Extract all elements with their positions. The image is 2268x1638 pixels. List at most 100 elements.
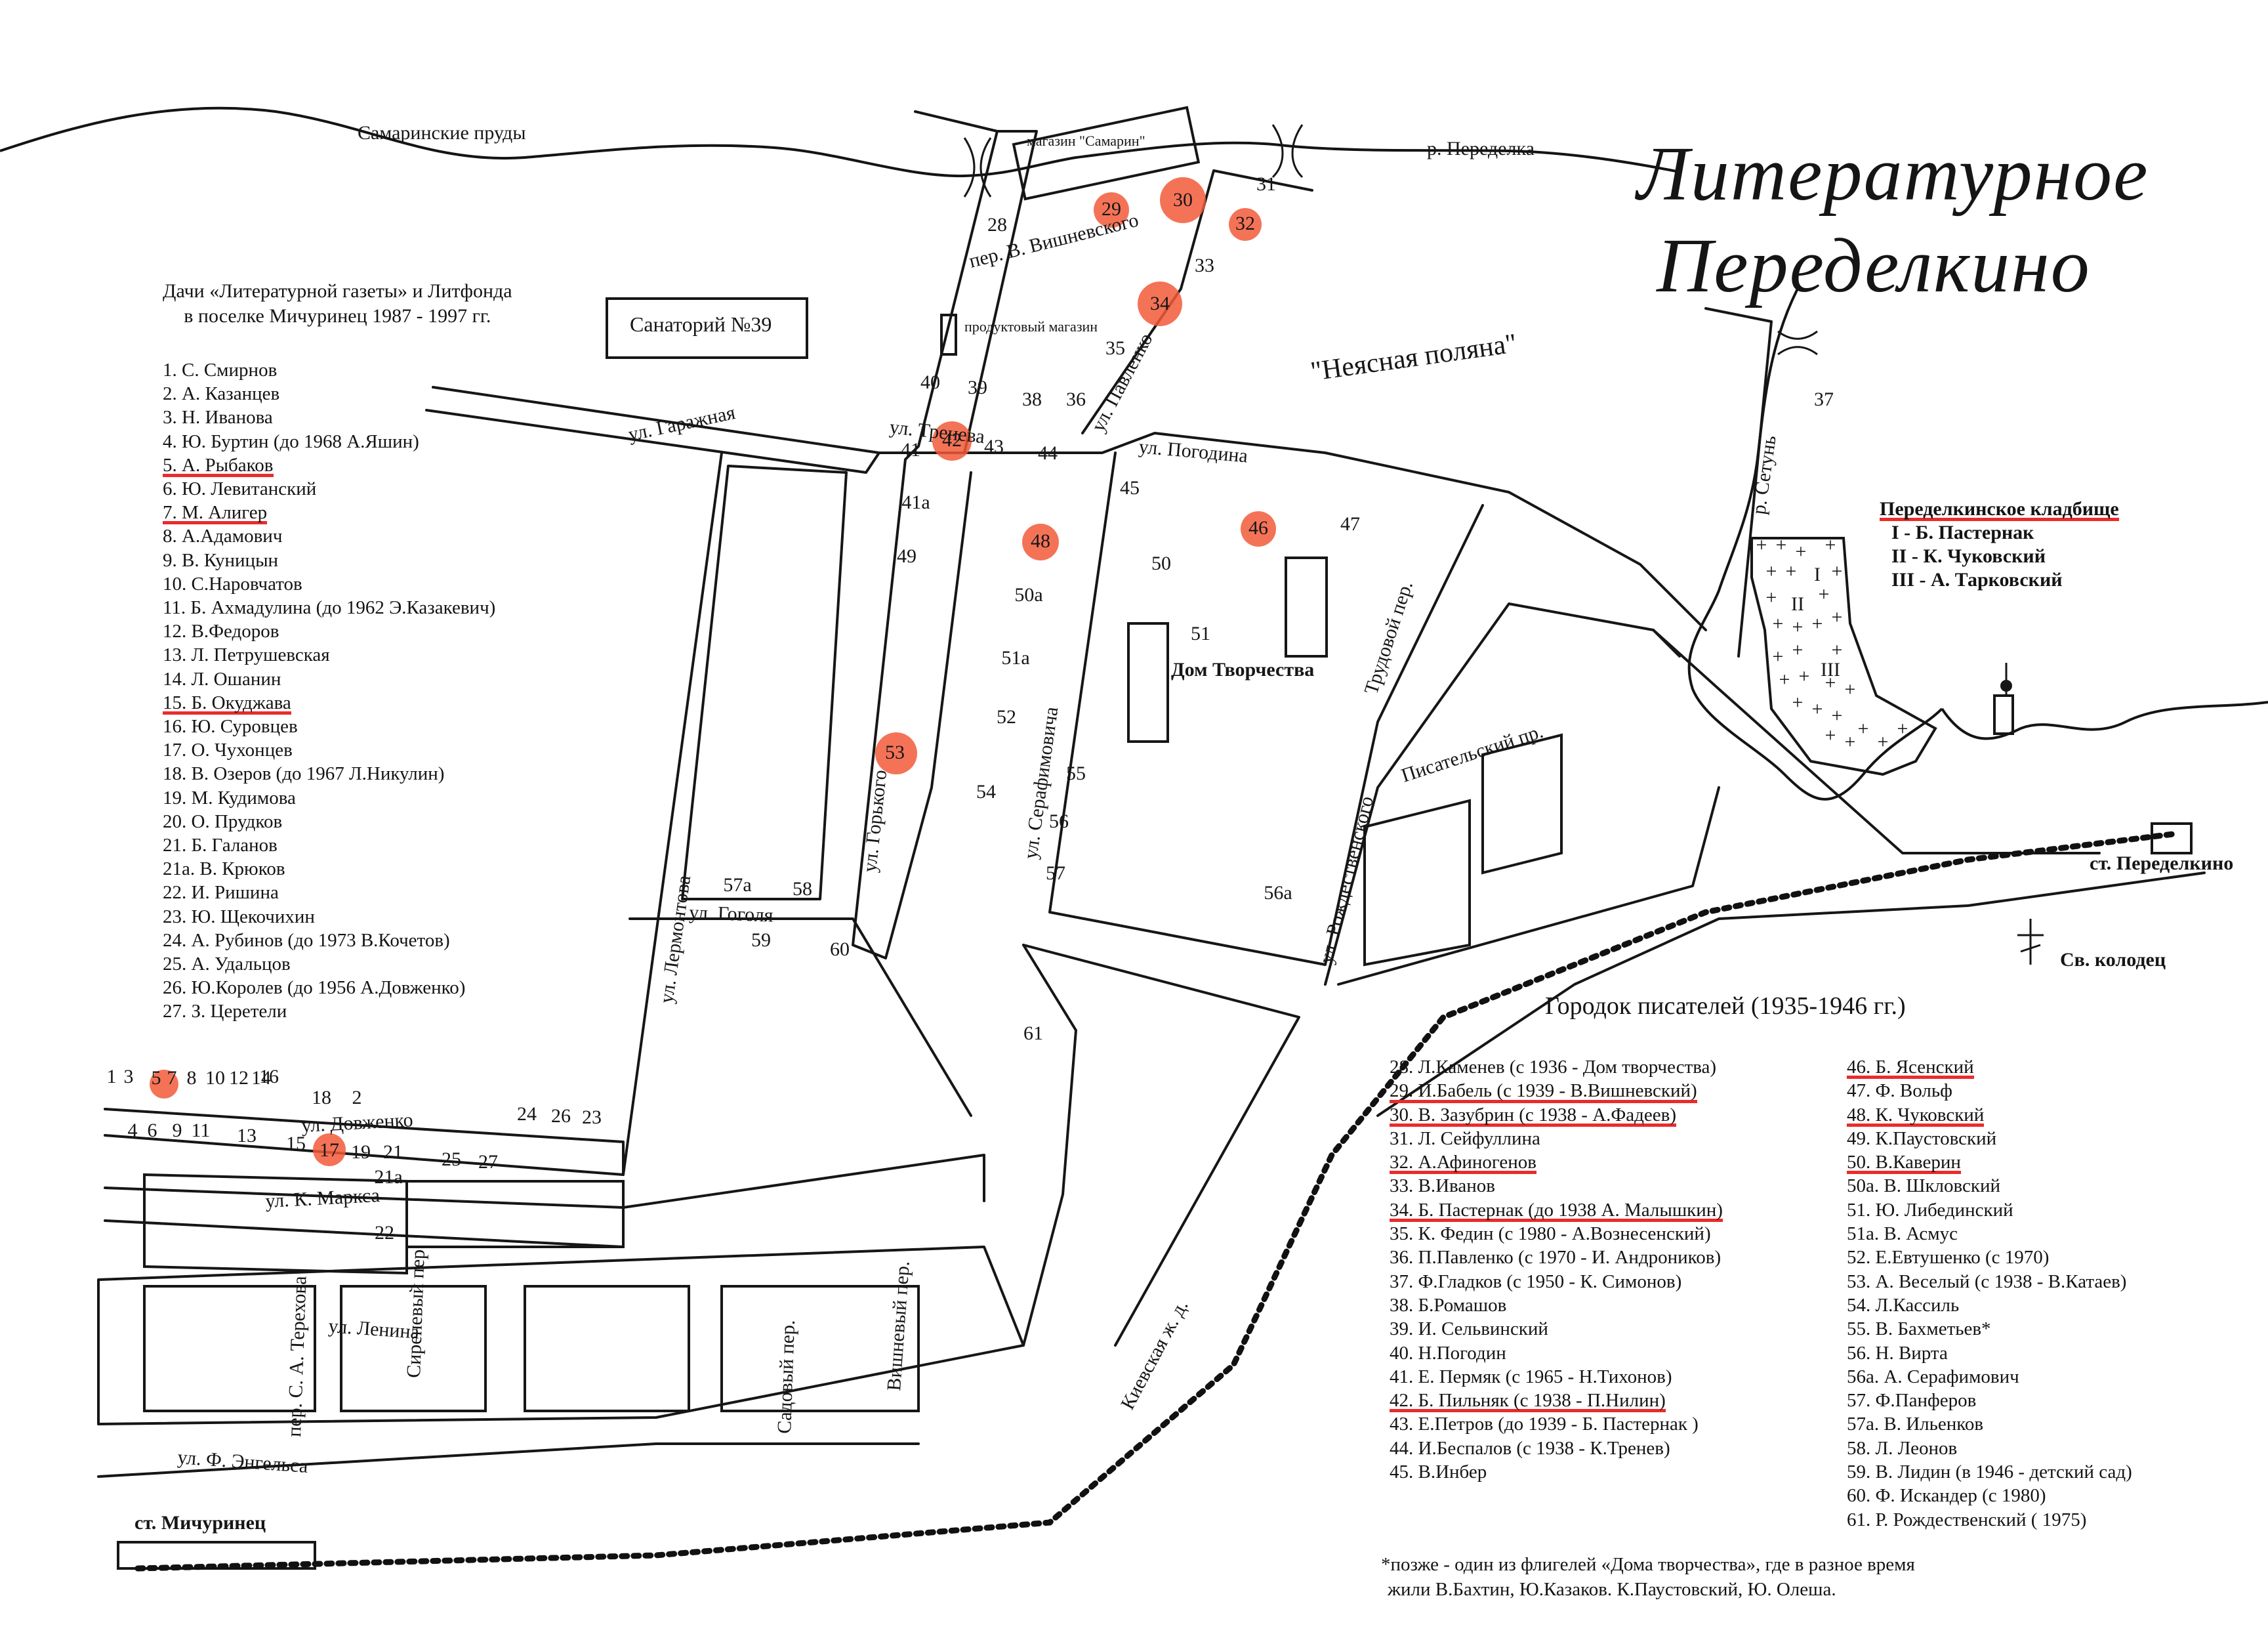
plot-number: 41а <box>901 492 930 513</box>
plot-number: 8 <box>187 1067 197 1089</box>
plot-number: 50а <box>1014 584 1042 606</box>
michurinets-resident-item: 2. А. Казанцев <box>163 383 280 405</box>
plot-number: 33 <box>1195 255 1214 276</box>
michurinets-resident-item: 7. М. Алигер <box>163 501 267 524</box>
gorodok-resident-item: 36. П.Павленко (с 1970 - И. Андроников) <box>1390 1247 1722 1269</box>
plot-number: 18 <box>312 1087 331 1108</box>
gorodok-resident-item: 46. Б. Ясенский <box>1847 1055 1974 1079</box>
gorodok-resident-item: 30. В. Зазубрин (с 1938 - А.Фадеев) <box>1390 1103 1676 1127</box>
plot-number: 39 <box>968 377 987 398</box>
cemetery-cross-icon: + <box>1819 583 1830 605</box>
footnote-line1: *позже - один из флигелей «Дома творчест… <box>1381 1554 1915 1575</box>
plot-number: 24 <box>517 1103 537 1125</box>
gorodok-resident-item: 59. В. Лидин (в 1946 - детский сад) <box>1847 1461 2132 1483</box>
plot-number: 45 <box>1120 477 1140 499</box>
street-pogodina: ул. Погодина <box>1138 436 1248 467</box>
plot-number: 4 <box>128 1120 138 1141</box>
plot-number: 44 <box>1038 442 1058 464</box>
cemetery-crosses: ++++++++++++++++++++++++++++ <box>1756 534 1908 753</box>
plot-number: 3 <box>124 1066 134 1087</box>
cemetery-cross-icon: + <box>1799 665 1810 687</box>
plot-number: 48 <box>1031 530 1050 552</box>
label-grocery: продуктовый магазин <box>964 318 1098 335</box>
plot-number: 51 <box>1191 623 1210 644</box>
cemetery-cross-icon: + <box>1773 613 1784 635</box>
label-glade: "Неясная поляна" <box>1309 328 1519 387</box>
church-icon <box>2000 663 2012 696</box>
plot-number: 14 <box>251 1067 271 1089</box>
plot-number: 35 <box>1105 337 1125 359</box>
street-dovzhenko: ул. Довженко <box>301 1109 414 1137</box>
street-engelsa: ул. Ф. Энгельса <box>177 1446 309 1477</box>
michurinets-resident-item: 3. Н. Иванова <box>163 407 273 429</box>
cemetery-title: Переделкинское кладбище <box>1880 498 2119 520</box>
plot-number: 21 <box>383 1141 403 1163</box>
gorodok-resident-item: 41. Е. Пермяк (с 1965 - Н.Тихонов) <box>1390 1366 1672 1387</box>
river-peredelka <box>0 106 1680 178</box>
footnote-line2: жили В.Бахтин, Ю.Казаков. К.Паустовский,… <box>1388 1579 1836 1600</box>
plot-number: 22 <box>375 1222 394 1244</box>
plot-number: 19 <box>351 1141 371 1163</box>
plot-number: 43 <box>984 436 1004 457</box>
cemetery-cross-icon: + <box>1858 718 1869 740</box>
map-subtitle: Дачи «Литературной газеты» и Литфонда в … <box>163 279 512 329</box>
plot-number: 6 <box>148 1120 157 1141</box>
cemetery-cross-icon: + <box>1812 698 1823 720</box>
michurinets-resident-item: 9. В. Куницын <box>163 549 279 571</box>
gorodok-resident-item: 44. И.Беспалов (с 1938 - К.Тренев) <box>1390 1437 1670 1459</box>
michurinets-resident-item: 25. А. Удальцов <box>163 954 291 975</box>
street-rozhdestvenskogo: ул. Рождественского <box>1315 794 1378 966</box>
gorodok-list-1: 28. Л.Каменев (с 1936 - Дом творчества)2… <box>1390 1055 1723 1484</box>
plot-number: 50 <box>1151 553 1171 574</box>
label-house-of-creativity: Дом Творчества <box>1171 659 1314 681</box>
gorodok-resident-item: 61. Р. Рождественский ( 1975) <box>1847 1509 2087 1530</box>
gorodok-resident-item: 42. Б. Пильняк (с 1938 - П.Нилин) <box>1390 1389 1666 1412</box>
plot-number: 27 <box>478 1151 498 1173</box>
cemetery-cross-icon: + <box>1832 560 1843 582</box>
label-river-peredelka: р. Переделка <box>1427 138 1535 159</box>
cemetery-item-2: II - К. Чуковский <box>1891 545 2046 567</box>
gorodok-resident-item: 55. В. Бахметьев* <box>1847 1318 1991 1340</box>
michurinets-resident-item: 11. Б. Ахмадулина (до 1962 Э.Казакевич) <box>163 597 496 619</box>
cemetery-cross-icon: + <box>1792 639 1804 661</box>
label-holy-well: Св. колодец <box>2060 949 2166 971</box>
michurinets-resident-item: 21. Б. Галанов <box>163 835 278 856</box>
cemetery-cross-icon: + <box>1766 587 1777 608</box>
cemetery-cross-icon: + <box>1832 705 1843 726</box>
plot-number: 53 <box>885 742 905 763</box>
cemetery-cross-icon: + <box>1756 534 1767 556</box>
gorodok-resident-item: 38. Б.Ромашов <box>1390 1294 1507 1316</box>
plot-number: 16 <box>259 1066 279 1087</box>
michurinets-resident-item: 12. В.Федоров <box>163 621 279 642</box>
street-sirenevy: Сиреневый пер. <box>403 1244 429 1379</box>
plot-number: 13 <box>237 1125 257 1146</box>
plot-number: 47 <box>1340 513 1360 535</box>
map-title-line2: Переделкино <box>1657 222 2091 308</box>
michurinets-resident-item: 23. Ю. Щекочихин <box>163 906 315 927</box>
gorodok-resident-item: 29. И.Бабель (с 1939 - В.Вишневский) <box>1390 1079 1697 1102</box>
plot-number: 54 <box>976 781 996 803</box>
gorodok-resident-item: 34. Б. Пастернак (до 1938 А. Малышкин) <box>1390 1198 1723 1222</box>
plot-number: 41 <box>901 439 920 461</box>
cemetery-cross-icon: + <box>1845 731 1856 753</box>
gorodok-resident-item: 51а. В. Асмус <box>1847 1223 1958 1245</box>
plot-number: 29 <box>1102 198 1121 220</box>
michurinets-resident-item: 10. С.Наровчатов <box>163 573 302 595</box>
cemetery-mark-3: III <box>1821 659 1840 681</box>
michurinets-resident-item: 17. О. Чухонцев <box>163 740 293 761</box>
plot-number: 57а <box>723 874 751 896</box>
street-gorkogo: ул. Горького <box>859 768 891 873</box>
street-terekhova: пер. С. А. Терехова <box>283 1276 311 1437</box>
bridge-icon <box>963 124 1818 356</box>
gorodok-title: Городок писателей (1935-1946 гг.) <box>1545 992 1906 1020</box>
holy-well-cross-icon <box>2017 919 2044 965</box>
plot-number: 61 <box>1023 1022 1043 1044</box>
cemetery-cross-icon: + <box>1897 718 1908 740</box>
footnote: *позже - один из флигелей «Дома творчест… <box>1381 1552 1915 1602</box>
map-title: Литературное Переделкино <box>1637 128 2149 312</box>
gorodok-resident-item: 57. Ф.Панферов <box>1847 1390 1977 1412</box>
plot-number: 21а <box>374 1166 402 1188</box>
label-station-michurinets: ст. Мичуринец <box>134 1512 266 1534</box>
plot-number: 9 <box>173 1120 182 1141</box>
michurinets-resident-item: 18. В. Озеров (до 1967 Л.Никулин) <box>163 763 445 785</box>
